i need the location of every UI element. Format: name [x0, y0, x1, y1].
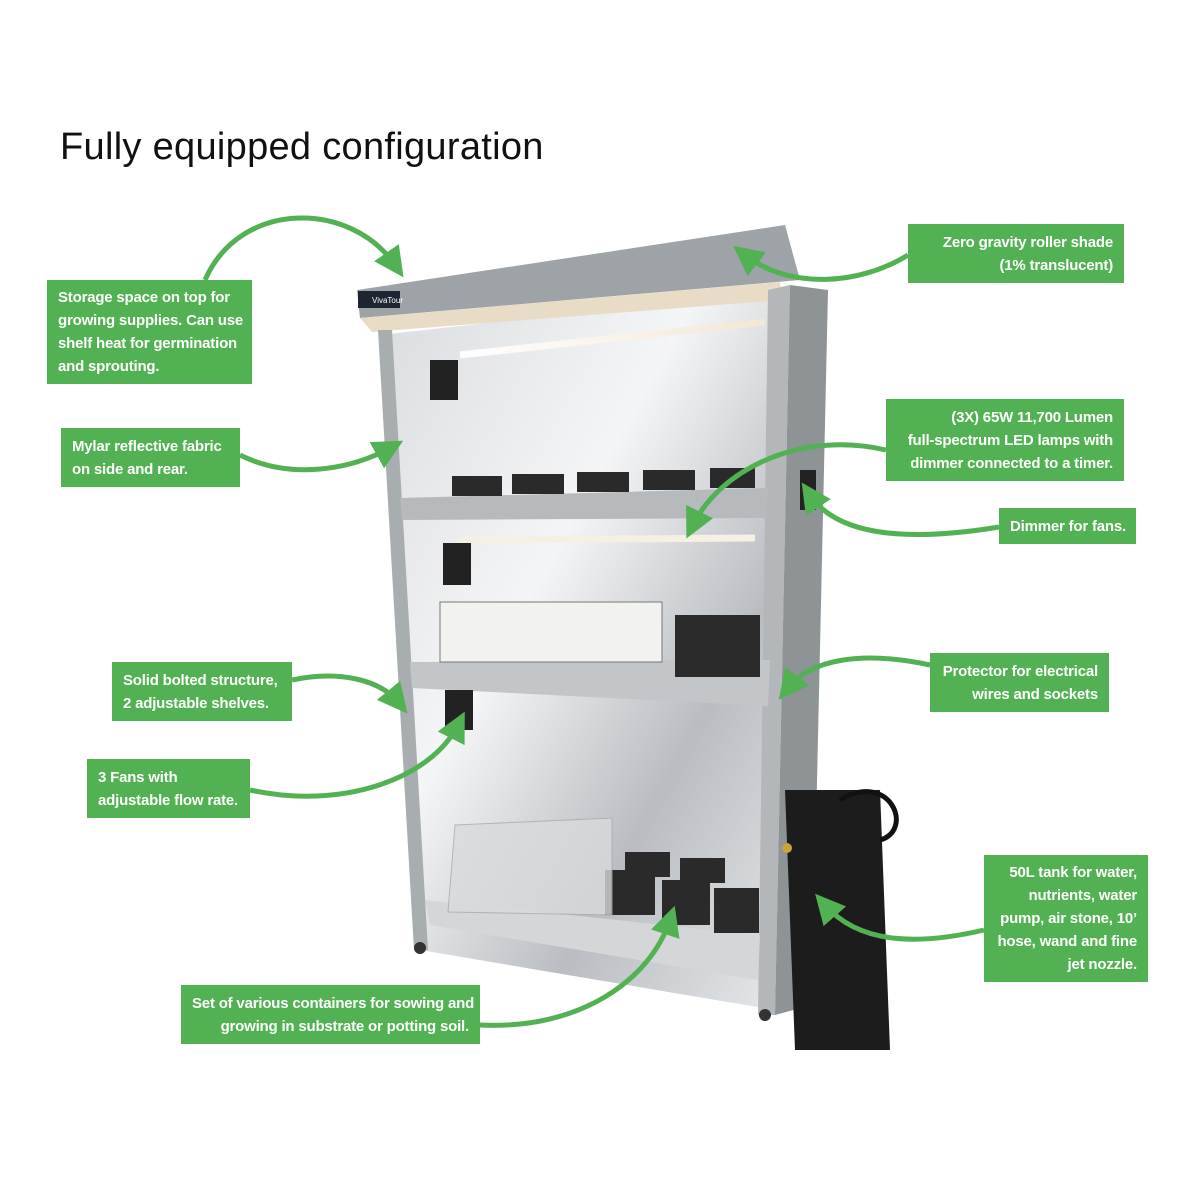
callout-containers: Set of various containers for sowing and… — [181, 985, 480, 1044]
arrow-dimmer — [801, 482, 1000, 537]
callout-fans: 3 Fans with adjustable flow rate. — [87, 759, 250, 818]
tray-white — [439, 601, 663, 663]
callout-tank: 50L tank for water, nutrients, water pum… — [984, 855, 1148, 982]
arrow-fans — [249, 711, 465, 799]
callout-line: Storage space on top for — [58, 289, 230, 306]
arrow-structure — [291, 673, 408, 714]
callout-protector: Protector for electrical wires and socke… — [930, 653, 1109, 712]
callout-line: nutrients, water — [1028, 887, 1138, 904]
arrow-mylar — [238, 440, 404, 473]
arrow-protector — [778, 655, 931, 700]
arrow-storage — [202, 215, 404, 282]
callout-line: on side and rear. — [72, 460, 188, 478]
callout-line: adjustable flow rate. — [98, 791, 238, 809]
callout-shade: Zero gravity roller shade (1% translucen… — [908, 224, 1124, 283]
callout-line: Set of various containers for sowing and — [192, 994, 475, 1012]
arrow-containers — [479, 905, 680, 1028]
callout-line: growing in substrate or potting soil. — [220, 1017, 470, 1035]
callout-line: jet nozzle. — [1067, 956, 1138, 973]
callout-line: wires and sockets — [972, 685, 1098, 703]
callout-led: (3X) 65W 11,700 Lumen full-spectrum LED … — [886, 399, 1124, 481]
brand-plate — [358, 291, 400, 308]
arrow-shade — [733, 245, 910, 282]
bottom-shelf — [425, 900, 760, 980]
callout-line: pump, air stone, 10’ — [1000, 910, 1137, 927]
callout-line: and sprouting. — [58, 358, 160, 375]
callout-mylar: Mylar reflective fabric on side and rear… — [61, 428, 240, 487]
cabinet-top — [357, 225, 800, 318]
brand-logo-text: VivaTour — [372, 296, 403, 305]
callout-line: Solid bolted structure, — [123, 671, 278, 689]
pots-bottom — [605, 852, 759, 933]
roller-shade — [360, 282, 782, 332]
callout-line: shelf heat for germination — [58, 335, 237, 352]
left-front-post — [378, 330, 428, 950]
led-lamp-top — [459, 318, 766, 359]
callout-line: Protector for electrical — [942, 662, 1098, 680]
page-title: Fully equipped configuration — [60, 126, 544, 168]
callout-line: dimmer connected to a timer. — [910, 454, 1113, 472]
callout-structure: Solid bolted structure, 2 adjustable she… — [112, 662, 292, 721]
callout-line: Mylar reflective fabric — [72, 437, 222, 455]
propagation-dome — [447, 817, 613, 916]
right-front-post — [758, 285, 790, 1015]
fan-middle — [443, 543, 471, 585]
callout-storage: Storage space on top for growing supplie… — [47, 280, 252, 384]
callout-line: 2 adjustable shelves. — [123, 694, 269, 712]
callout-line: (3X) 65W 11,700 Lumen — [951, 408, 1113, 426]
callout-dimmer: Dimmer for fans. — [999, 508, 1136, 544]
callout-line: (1% translucent) — [999, 256, 1114, 274]
pot-black — [675, 615, 760, 677]
callout-line: Zero gravity roller shade — [942, 233, 1113, 251]
callout-line: hose, wand and fine — [997, 933, 1137, 950]
arrow-tank — [815, 893, 985, 942]
callout-line: 3 Fans with — [98, 768, 178, 786]
callout-line: 50L tank for water, — [1009, 864, 1137, 881]
arrow-led — [686, 442, 887, 539]
callout-line: full-spectrum LED lamps with — [907, 431, 1113, 449]
callout-line: growing supplies. Can use — [58, 312, 244, 329]
callout-line: Dimmer for fans. — [1010, 517, 1126, 535]
fan-top — [430, 360, 458, 400]
